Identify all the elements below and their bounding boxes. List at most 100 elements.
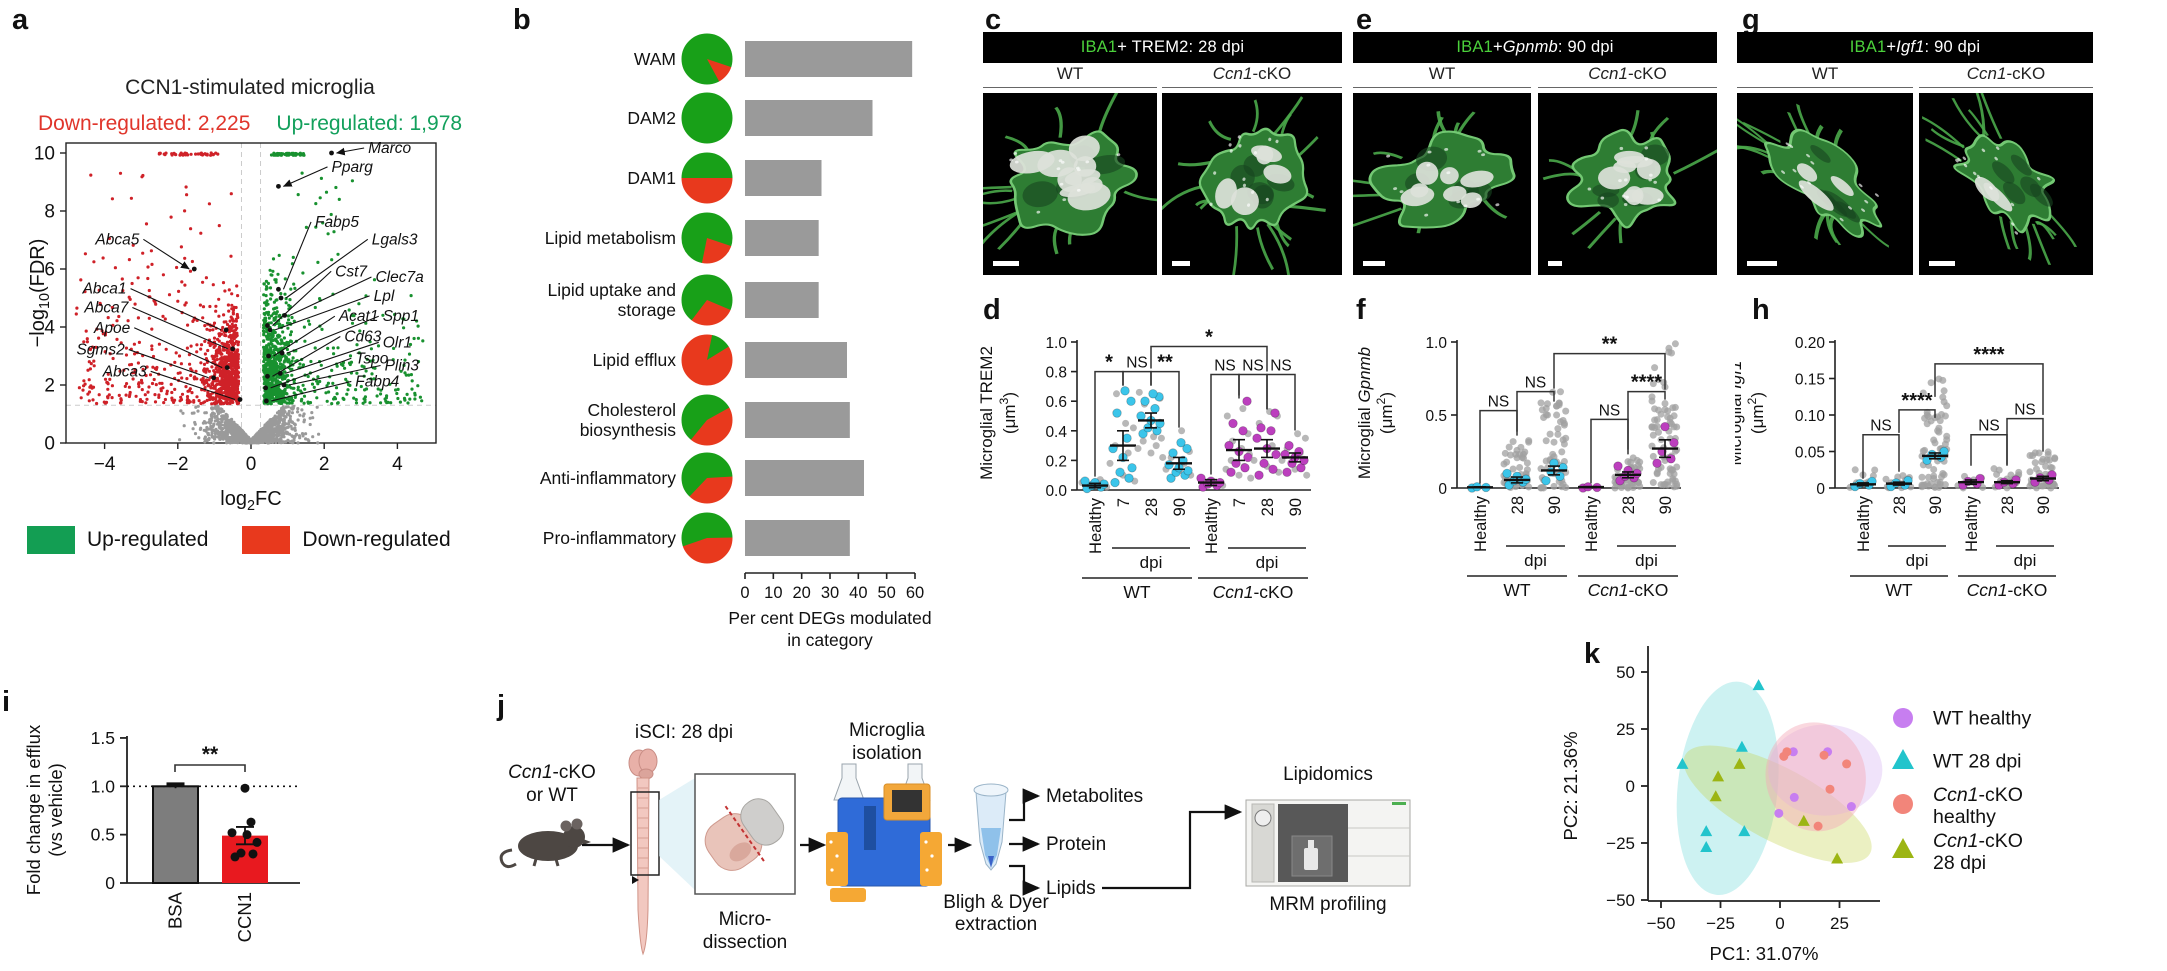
svg-text:4: 4 (44, 318, 55, 339)
svg-text:28: 28 (1509, 496, 1527, 514)
svg-text:10: 10 (34, 144, 55, 165)
down-count: Down-regulated: 2,225 (37, 112, 251, 135)
svg-text:28: 28 (1143, 498, 1161, 516)
down-regulated-label: Down-regulated (302, 528, 451, 551)
dot-group (1954, 472, 1987, 492)
microglia-cell (983, 93, 1157, 255)
svg-text:(μm2): (μm2) (1745, 392, 1767, 434)
svg-text:WT: WT (1503, 580, 1531, 600)
svg-text:or WT: or WT (526, 785, 578, 806)
svg-text:Abca7: Abca7 (83, 300, 129, 317)
svg-text:Healthy: Healthy (1472, 495, 1490, 552)
svg-text:0: 0 (1626, 777, 1635, 796)
dot-group (1196, 473, 1227, 492)
microglia-cell (1542, 110, 1717, 250)
dot-group (1578, 482, 1604, 493)
pca-points (1676, 679, 1856, 864)
svg-text:Olr1: Olr1 (383, 334, 412, 351)
svg-text:DAM2: DAM2 (627, 108, 676, 128)
svg-text:−25: −25 (1706, 914, 1735, 933)
svg-text:Per cent DEGs modulated: Per cent DEGs modulated (728, 608, 931, 628)
svg-text:NS: NS (2014, 402, 2036, 419)
microglia-cell (1353, 111, 1516, 234)
svg-text:Fabp5: Fabp5 (315, 214, 359, 231)
panel-label-g: g (1742, 4, 1760, 36)
svg-text:8: 8 (44, 202, 55, 223)
svg-text:−2: −2 (167, 454, 189, 475)
mouse-icon (499, 818, 591, 869)
svg-text:Lipids: Lipids (1046, 878, 1096, 899)
svg-text:40: 40 (849, 584, 867, 602)
scale-bar (1548, 261, 1562, 266)
svg-text:**: ** (1157, 352, 1173, 374)
microglia-3d-render-wt (1737, 93, 1913, 275)
microglia-cell (1922, 93, 2078, 265)
microglia-3d-render-wt (1353, 93, 1531, 275)
svg-text:Microglial TREM2: Microglial TREM2 (977, 346, 996, 480)
svg-text:Spp1: Spp1 (383, 308, 419, 325)
significance-bracket: ** (174, 743, 246, 772)
category-row: WAM (634, 32, 913, 86)
panel-label-k: k (1584, 638, 1601, 670)
panel-label-c: c (985, 4, 1002, 36)
svg-text:NS: NS (1870, 418, 1892, 435)
spinal-cord-icon (628, 748, 660, 956)
svg-text:Cd63: Cd63 (344, 329, 381, 346)
bar-CCN1 (222, 783, 268, 883)
svg-text:Lpl: Lpl (374, 288, 395, 305)
category-row: DAM2 (627, 91, 873, 145)
panel-label-d: d (983, 294, 1001, 326)
genotype-column-label: WT (1737, 63, 1913, 88)
up-count: Up-regulated: 1,978 (276, 112, 463, 135)
svg-text:NS: NS (1270, 358, 1292, 375)
category-row: DAM1 (627, 151, 822, 205)
svg-text:Ccn1-cKO: Ccn1-cKO (1967, 580, 2048, 600)
svg-text:WT: WT (1885, 580, 1913, 600)
volcano-counts: Down-regulated: 2,225 Up-regulated: 1,97… (0, 112, 500, 136)
svg-text:dpi: dpi (1140, 553, 1163, 572)
svg-text:6: 6 (44, 260, 55, 281)
svg-text:Fabp4: Fabp4 (355, 373, 399, 390)
up-regulated-swatch (27, 526, 75, 554)
svg-text:0: 0 (1438, 481, 1447, 498)
svg-text:Lipid uptake and: Lipid uptake and (548, 280, 676, 300)
svg-text:isolation: isolation (852, 743, 922, 764)
svg-text:Healthy: Healthy (1203, 497, 1221, 554)
category-row: Anti-inflammatory (540, 451, 864, 505)
svg-text:−25: −25 (1606, 834, 1635, 853)
svg-text:90: 90 (1171, 498, 1189, 516)
svg-text:0.8: 0.8 (1045, 365, 1067, 382)
svg-text:Microglial Gpnmb: Microglial Gpnmb (1355, 347, 1374, 479)
mass-spectrometer-icon (1245, 799, 1411, 887)
svg-text:Cst7: Cst7 (335, 263, 368, 280)
svg-text:−50: −50 (1606, 891, 1635, 910)
svg-text:Ccn1-cKO: Ccn1-cKO (1588, 580, 1669, 600)
svg-text:0.0: 0.0 (1045, 483, 1067, 500)
panel-label-i: i (2, 686, 11, 718)
category-bar (745, 402, 850, 438)
svg-text:WT healthy: WT healthy (1933, 708, 2032, 730)
svg-text:Pro-inflammatory: Pro-inflammatory (543, 528, 676, 548)
svg-text:0: 0 (44, 434, 55, 455)
svg-text:Marco: Marco (368, 140, 411, 157)
svg-text:28 dpi: 28 dpi (1933, 852, 1986, 874)
svg-text:(vs vehicle): (vs vehicle) (45, 763, 66, 857)
svg-text:90: 90 (1546, 496, 1564, 514)
microglia-3d-render-wt (983, 93, 1157, 275)
down-regulated-points (74, 151, 241, 406)
svg-text:Healthy: Healthy (1087, 497, 1105, 554)
svg-text:50: 50 (877, 584, 895, 602)
svg-text:PC2: 21.36%: PC2: 21.36% (1560, 731, 1581, 840)
svg-text:NS: NS (1126, 355, 1148, 372)
svg-text:10: 10 (764, 584, 782, 602)
svg-text:0.4: 0.4 (1045, 424, 1067, 441)
svg-text:dpi: dpi (1256, 553, 1279, 572)
scale-bar (1747, 261, 1777, 266)
